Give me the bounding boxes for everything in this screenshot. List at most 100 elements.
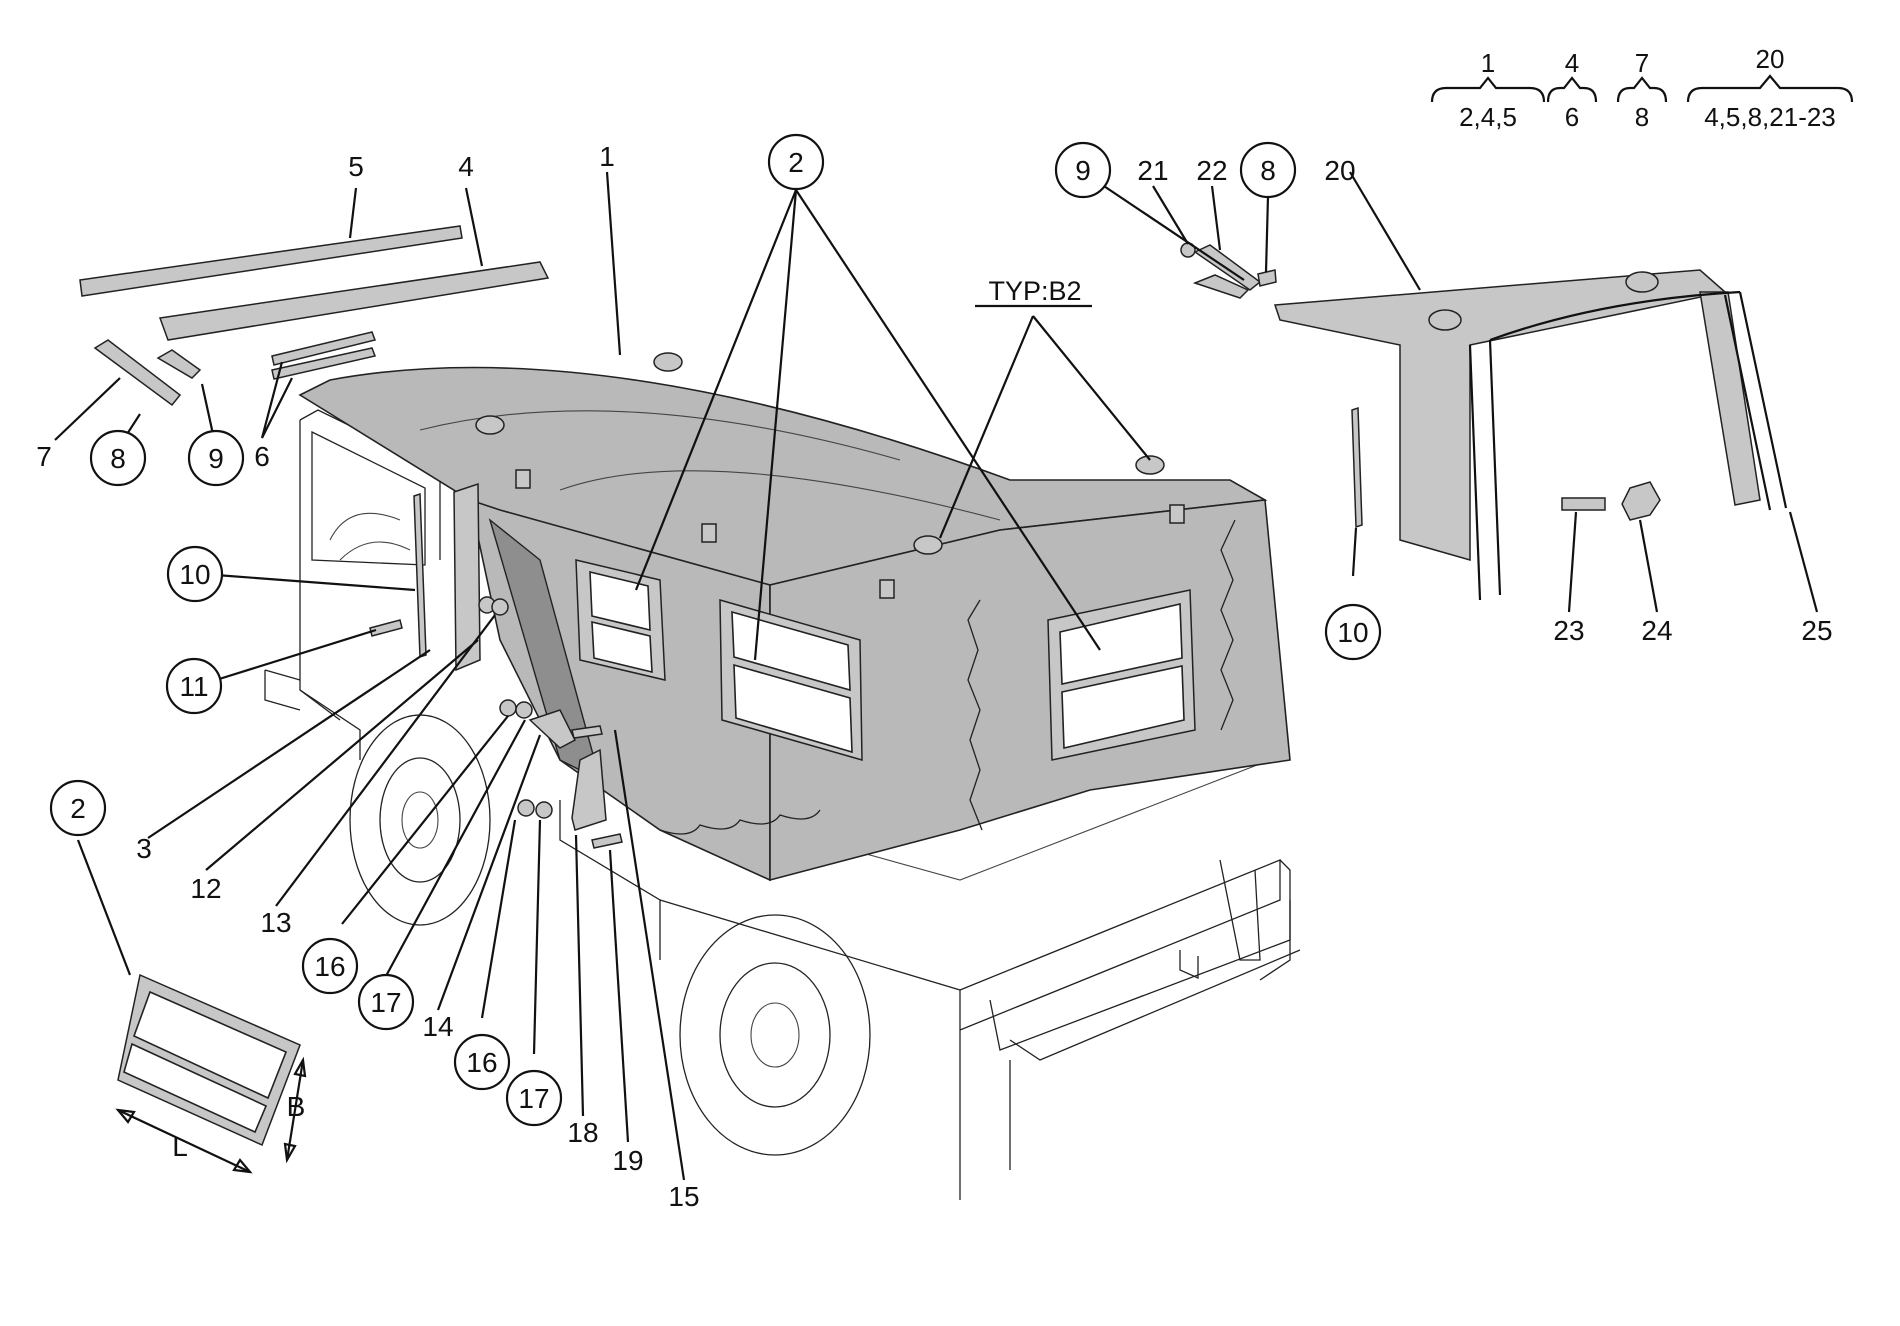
callout-12: 12 [190, 873, 221, 904]
rear-wheel [679, 914, 871, 1156]
callout-14: 14 [422, 1011, 453, 1042]
svg-text:17: 17 [370, 987, 401, 1018]
part-16-washer-b [517, 799, 535, 817]
legend-brace-2 [1546, 76, 1598, 103]
roof-seam-1 [419, 410, 901, 461]
callout-24: 24 [1641, 615, 1672, 646]
legend-group-3: 7 8 [1616, 48, 1668, 132]
callout-10-right: 10 [1324, 603, 1382, 661]
callout-19: 19 [612, 1145, 643, 1176]
part-9-screw-right [1192, 274, 1250, 299]
part-12-panel [453, 482, 481, 672]
callout-2-loose-window: 2 [49, 779, 107, 837]
dim-b-line [285, 1059, 305, 1161]
svg-text:16: 16 [466, 1047, 497, 1078]
part-4-retainer-rail [158, 261, 550, 341]
callout-9-left: 9 [187, 429, 245, 487]
hard-top-fastener-b [1625, 271, 1659, 293]
steering-wheel [329, 512, 411, 561]
callout-21: 21 [1137, 155, 1168, 186]
dim-l-arrow-a [115, 1108, 136, 1124]
assembly-legend: 1 2,4,5 4 6 7 8 20 4,5,8,21-23 [1430, 44, 1854, 132]
svg-text:9: 9 [1075, 155, 1091, 186]
part-5-rail-strip [79, 225, 463, 297]
callout-22: 22 [1196, 155, 1227, 186]
svg-text:8: 8 [110, 443, 126, 474]
svg-text:2: 2 [788, 147, 804, 178]
legend-brace-3 [1616, 76, 1668, 103]
part-17-nut-a [515, 701, 533, 719]
legend-children-1: 2,4,5 [1459, 102, 1517, 132]
svg-text:16: 16 [314, 951, 345, 982]
callout-11: 11 [165, 657, 223, 715]
part-17-nut-b [535, 801, 553, 819]
svg-text:10: 10 [1337, 617, 1368, 648]
bed-lower-left [559, 800, 661, 960]
callout-25: 25 [1801, 615, 1832, 646]
part-20-hard-top [1273, 269, 1761, 561]
dim-l-line [117, 1109, 251, 1173]
legend-children-2: 6 [1565, 102, 1579, 132]
rear-frame [1259, 859, 1291, 981]
svg-text:11: 11 [179, 671, 208, 702]
callout-4: 4 [458, 151, 474, 182]
part-23-bolt [1561, 497, 1606, 511]
dimension-b-label: B [287, 1091, 306, 1122]
part-19-screw [591, 833, 623, 849]
mud-flap [1219, 859, 1261, 961]
rear-strap-fasteners [659, 519, 1236, 835]
legend-brace-4 [1686, 74, 1854, 103]
rear-window [1047, 589, 1196, 761]
vehicle-body [264, 409, 1301, 1200]
part-13-nut [491, 598, 509, 616]
tow-hook [1179, 950, 1199, 980]
callouts: 1 5 4 6 7 3 12 13 14 18 19 15 21 22 20 2… [36, 133, 1833, 1212]
typ-label: TYP:B2 [988, 276, 1081, 306]
callout-16-b: 16 [453, 1033, 511, 1091]
legend-parent-3: 7 [1635, 48, 1649, 78]
part-15-screw [571, 725, 603, 739]
cab-lower [299, 689, 361, 760]
roof-fasteners [475, 352, 1185, 599]
svg-text:10: 10 [179, 559, 210, 590]
part-8-clip-right [1257, 269, 1277, 287]
part-16-washer-a [499, 699, 517, 717]
rear-fender-edge [959, 1060, 1011, 1200]
rear-bumper [989, 900, 1291, 1051]
leader-lines [54, 171, 1819, 1181]
svg-text:17: 17 [518, 1083, 549, 1114]
svg-text:2: 2 [70, 793, 86, 824]
callout-16-a: 16 [301, 937, 359, 995]
callout-20: 20 [1324, 155, 1355, 186]
tailgate-bottom [959, 859, 1281, 1031]
soft-top-cover [298, 352, 1291, 882]
legend-group-1: 1 2,4,5 [1430, 48, 1546, 132]
roof-seam-2 [559, 470, 1001, 521]
callout-6: 6 [254, 441, 270, 472]
callout-10-left: 10 [166, 545, 224, 603]
bumper-lower [1009, 949, 1301, 1061]
legend-children-4: 4,5,8,21-23 [1704, 102, 1836, 132]
part-25-seal-right [1723, 291, 1788, 511]
side-window-middle [719, 599, 863, 761]
callout-9-right: 9 [1054, 141, 1112, 199]
side-window-front [575, 559, 666, 681]
part-10-seal-strip [1351, 406, 1363, 529]
soft-top-rear [769, 499, 1291, 882]
callout-5: 5 [348, 151, 364, 182]
callout-23: 23 [1553, 615, 1584, 646]
part-14-hinge [528, 709, 576, 749]
svg-text:8: 8 [1260, 155, 1276, 186]
callout-3: 3 [136, 833, 152, 864]
part-6-strip-a [271, 331, 376, 366]
callout-1: 1 [599, 141, 615, 172]
part-18-bracket [571, 748, 607, 831]
callout-17-a: 17 [357, 973, 415, 1031]
legend-parent-2: 4 [1565, 48, 1579, 78]
hard-top-fastener-a [1428, 309, 1462, 331]
part-7-strap [93, 339, 182, 407]
legend-brace-1 [1430, 76, 1546, 103]
part-6-strip-b [271, 347, 377, 380]
callout-13: 13 [260, 907, 291, 938]
